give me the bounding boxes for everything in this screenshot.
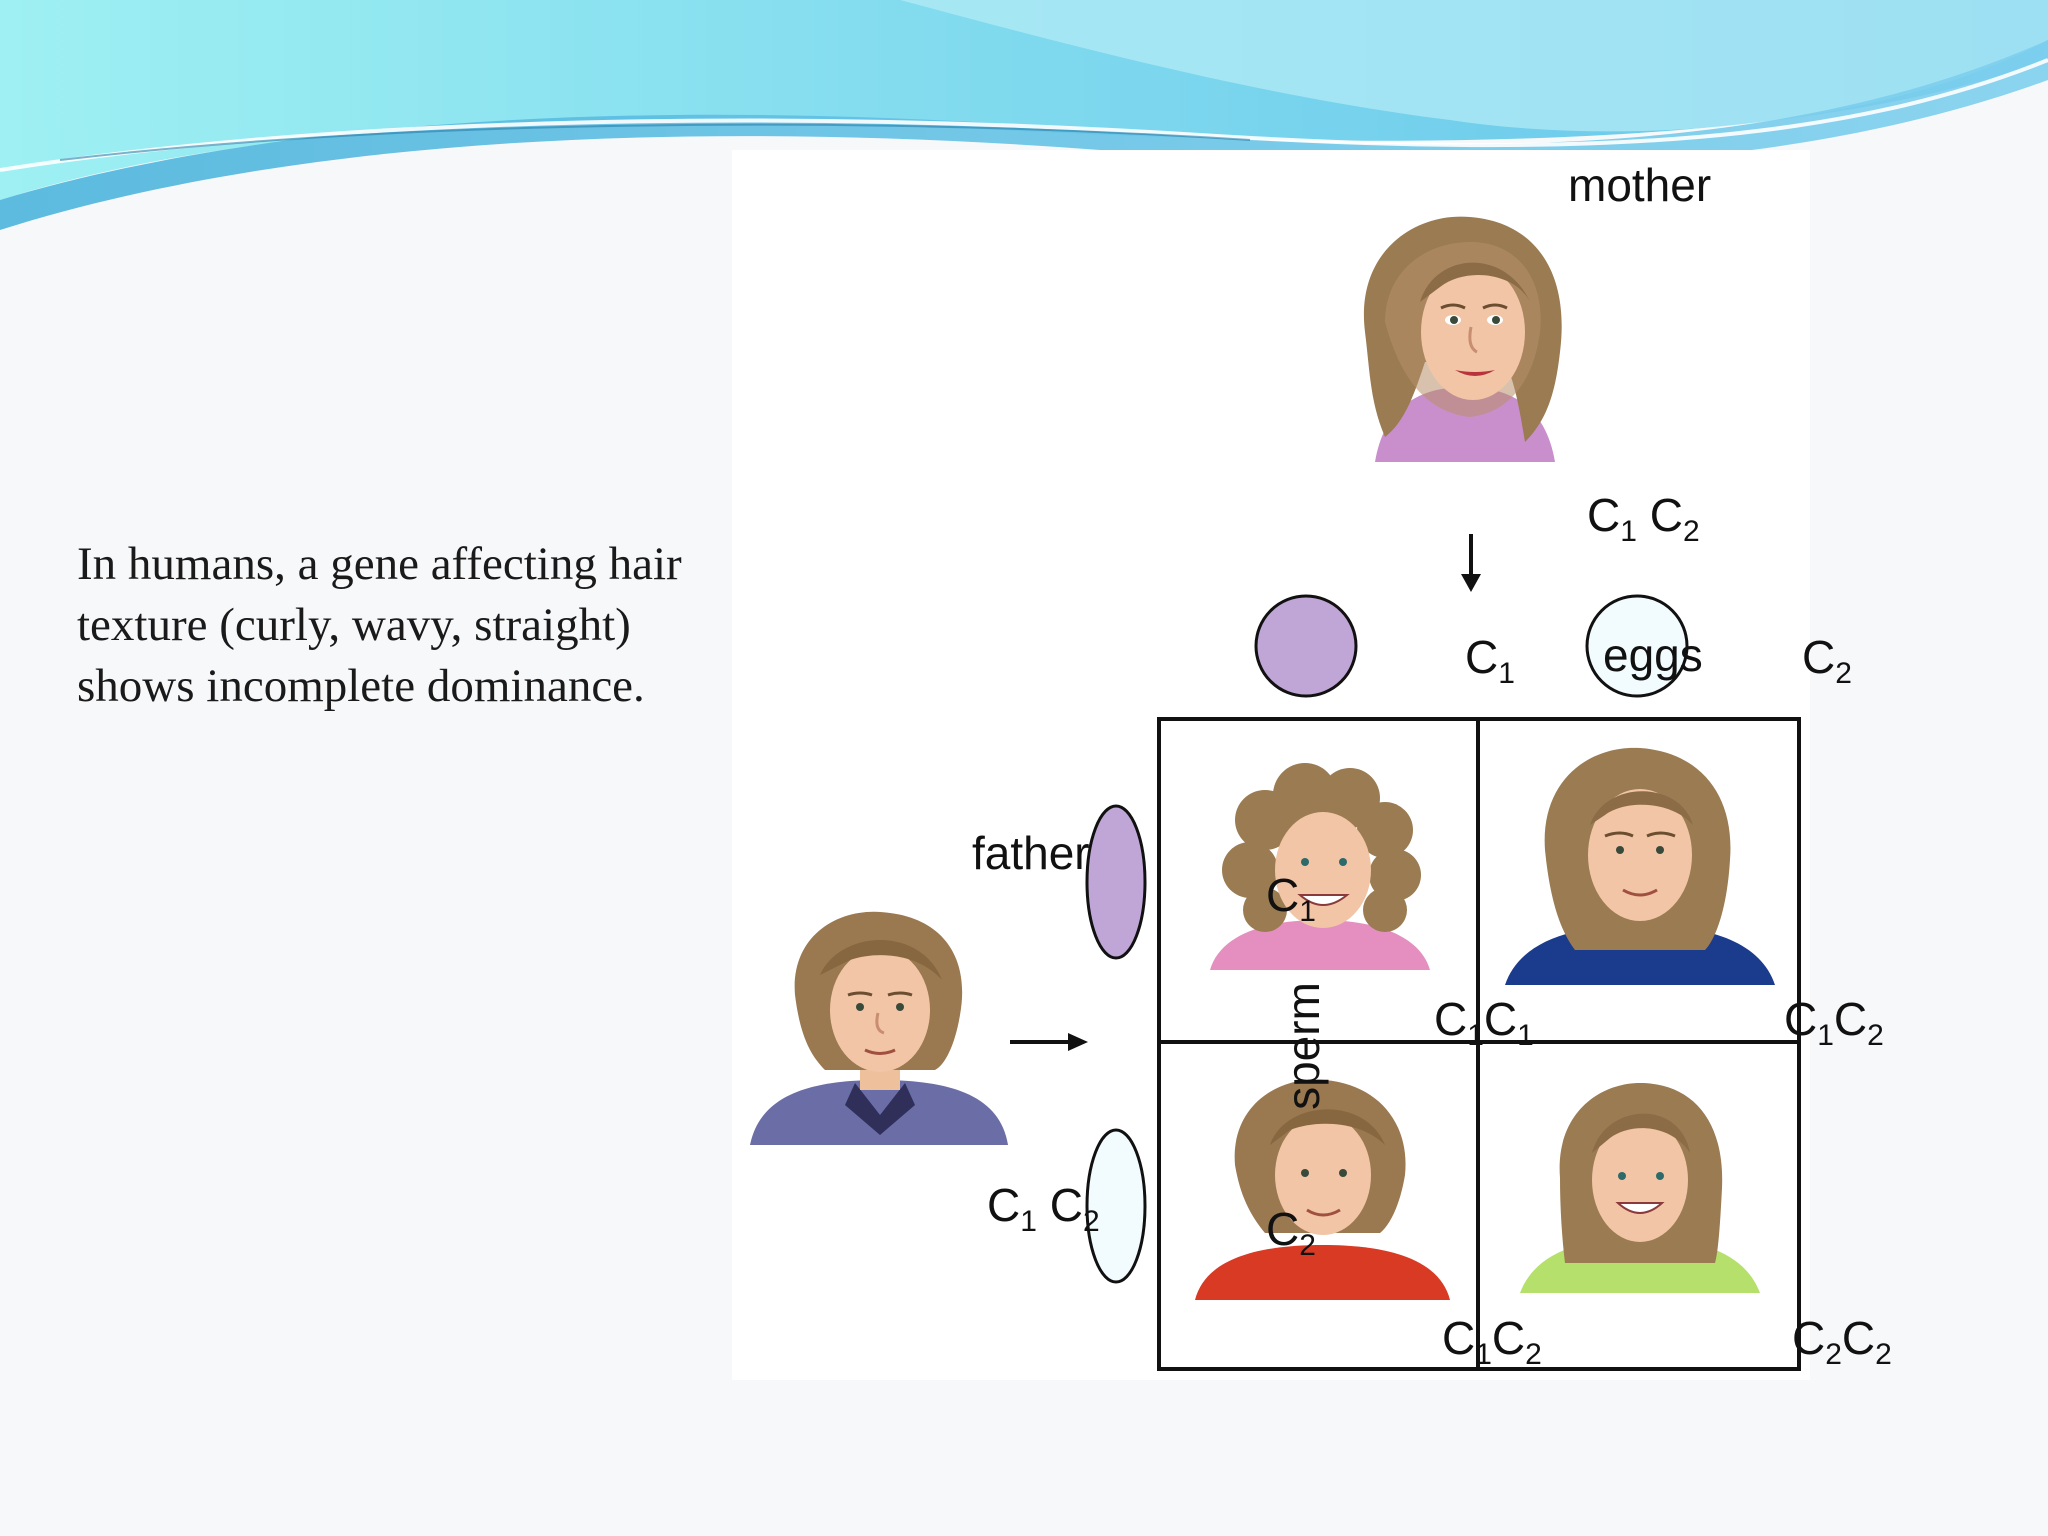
egg-allele-c1: C1 [1465, 631, 1515, 690]
wave-banner [0, 0, 2048, 230]
sperm-c1-oval [1085, 804, 1147, 960]
punnett-grid [1157, 717, 1801, 1371]
father-genotype: C1 C2 [987, 1179, 1100, 1238]
eggs-label: eggs [1603, 629, 1703, 681]
father-portrait [750, 911, 1008, 1145]
egg-allele-c2: C2 [1802, 631, 1852, 690]
sperm-c2-oval [1085, 1128, 1147, 1284]
offspring-wavy-portrait [1505, 747, 1775, 985]
sperm-allele-c2: C2 [1266, 1203, 1316, 1262]
offspring-curly-portrait [1210, 763, 1430, 970]
offspring-wavy-boy-portrait [1195, 1079, 1450, 1300]
sperm-label: sperm [1277, 982, 1329, 1110]
egg-c1-oval [1254, 594, 1358, 698]
offspring-straight-portrait [1520, 1083, 1760, 1293]
sperm-allele-c1: C1 [1266, 869, 1316, 928]
body-text: In humans, a gene affecting hair texture… [77, 538, 682, 712]
father-label: father [972, 827, 1090, 879]
mother-genotype: C1 C2 [1587, 489, 1700, 548]
offspring-genotype-c1c2-top: C1C2 [1784, 993, 1884, 1052]
mother-portrait [1363, 216, 1562, 462]
mother-label: mother [1568, 159, 1712, 211]
egg-c2-oval [1585, 594, 1689, 698]
offspring-genotype-c1c2-bottom: C1C2 [1442, 1312, 1542, 1371]
offspring-genotype-c1c1: C1C1 [1434, 993, 1534, 1052]
down-arrow [1461, 534, 1481, 592]
offspring-genotype-c2c2: C2C2 [1792, 1312, 1892, 1371]
right-arrow [1010, 1033, 1088, 1051]
